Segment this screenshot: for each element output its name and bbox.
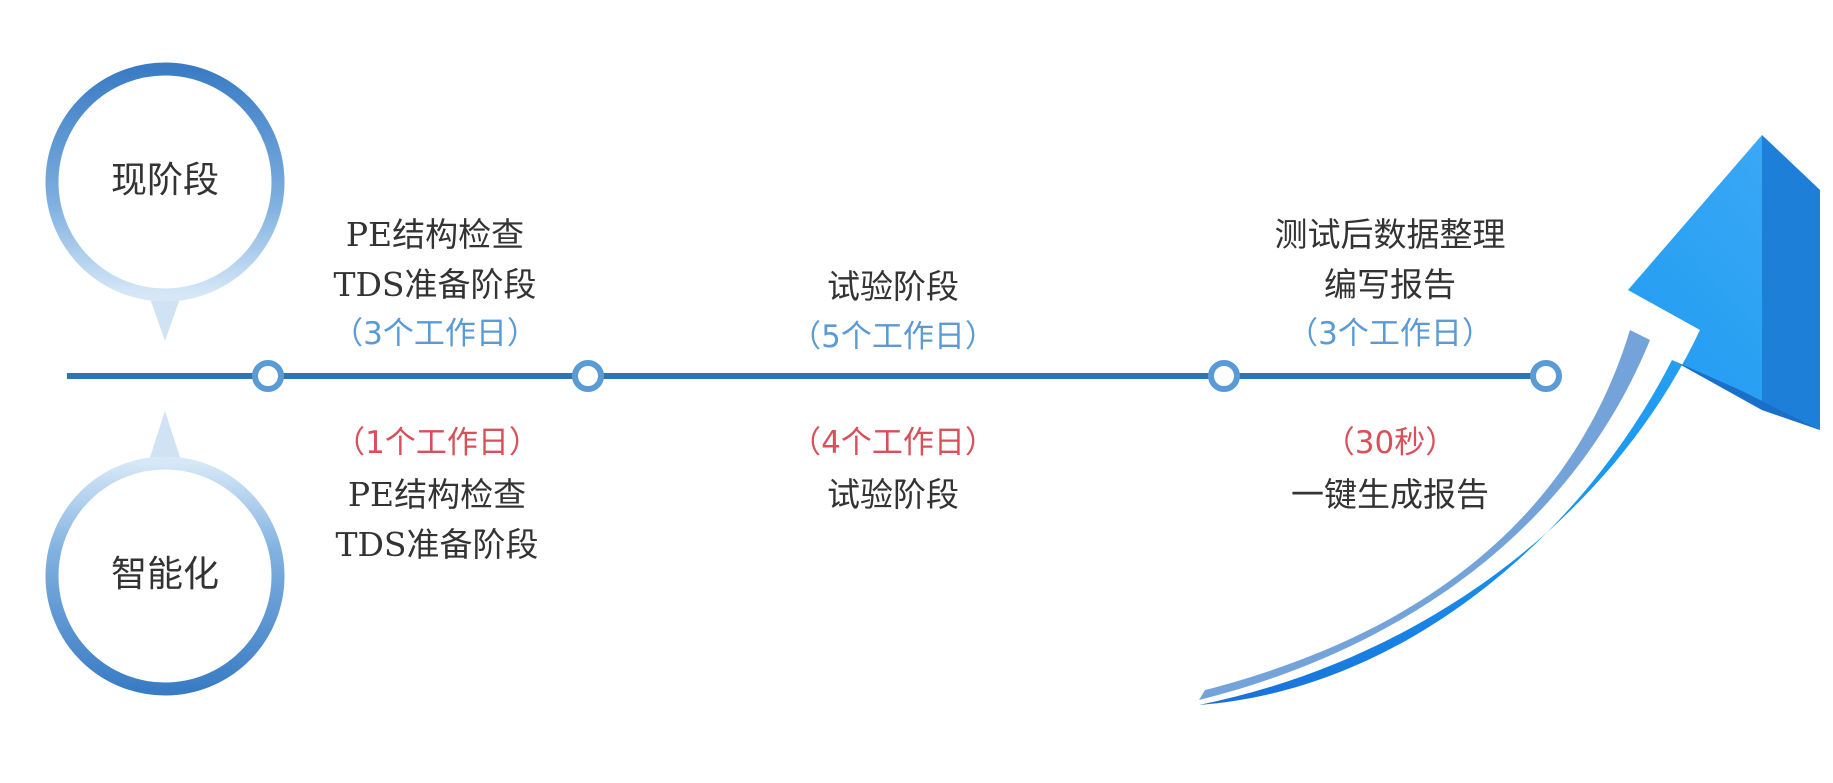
smart-stage-bubble (45, 411, 285, 696)
current-step-1-line-1: PE结构检查 (345, 215, 525, 254)
current-step-2-duration: （5个工作日） (790, 319, 996, 355)
current-step-3-line-1: 测试后数据整理 (1274, 215, 1506, 254)
current-stage-bubble (45, 62, 285, 341)
smart-step-1-duration: （1个工作日） (334, 425, 540, 461)
current-step-1-line-2: TDS准备阶段 (333, 265, 537, 304)
current-step-1-duration: （3个工作日） (332, 316, 538, 352)
timeline-node (252, 360, 284, 392)
smart-step-3-duration: （30秒） (1323, 425, 1457, 461)
current-step-3-duration: （3个工作日） (1287, 316, 1493, 352)
smart-step-2-line-1: 试验阶段 (827, 475, 959, 514)
smart-step-1-line-1: PE结构检查 (347, 475, 527, 514)
smart-step-3-line-1: 一键生成报告 (1291, 475, 1489, 514)
growth-arrow-icon (1199, 135, 1820, 705)
current-step-3-line-2: 编写报告 (1324, 265, 1456, 304)
smart-step-1-line-2: TDS准备阶段 (335, 525, 539, 564)
timeline-nodes (252, 360, 1562, 392)
timeline-node (572, 360, 604, 392)
timeline-node (1208, 360, 1240, 392)
smart-stage-label: 智能化 (110, 554, 220, 595)
smart-step-2-duration: （4个工作日） (790, 425, 996, 461)
current-stage-label: 现阶段 (110, 160, 220, 201)
current-step-2-line-1: 试验阶段 (827, 267, 959, 306)
timeline-node (1530, 360, 1562, 392)
